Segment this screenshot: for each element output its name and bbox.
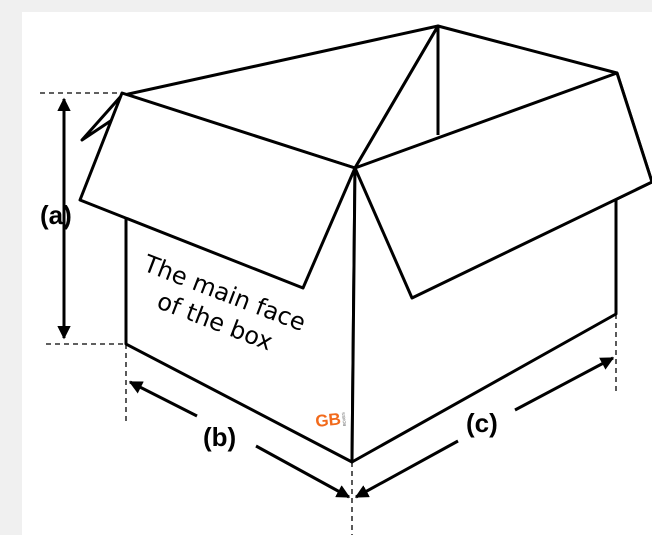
box-diagram: (a) (b) (c) The main face of the box GB …: [40, 24, 652, 535]
left-back-flap: [80, 94, 124, 142]
depth-arrow-right: [514, 356, 615, 412]
right-flap-front: [353, 71, 652, 300]
width-arrow-left: [128, 380, 198, 418]
logo-text: GB: [314, 409, 341, 431]
depth-label: (c): [466, 408, 498, 438]
width-arrow-right: [255, 444, 351, 499]
gb-logo: GB BOXES: [314, 409, 347, 431]
logo-small-text: BOXES: [341, 412, 347, 427]
diagram-canvas: (a) (b) (c) The main face of the box GB …: [22, 12, 652, 535]
depth-arrow-left: [354, 439, 459, 499]
front-flap: [78, 91, 357, 290]
width-label: (b): [203, 422, 236, 452]
height-label: (a): [40, 200, 72, 230]
